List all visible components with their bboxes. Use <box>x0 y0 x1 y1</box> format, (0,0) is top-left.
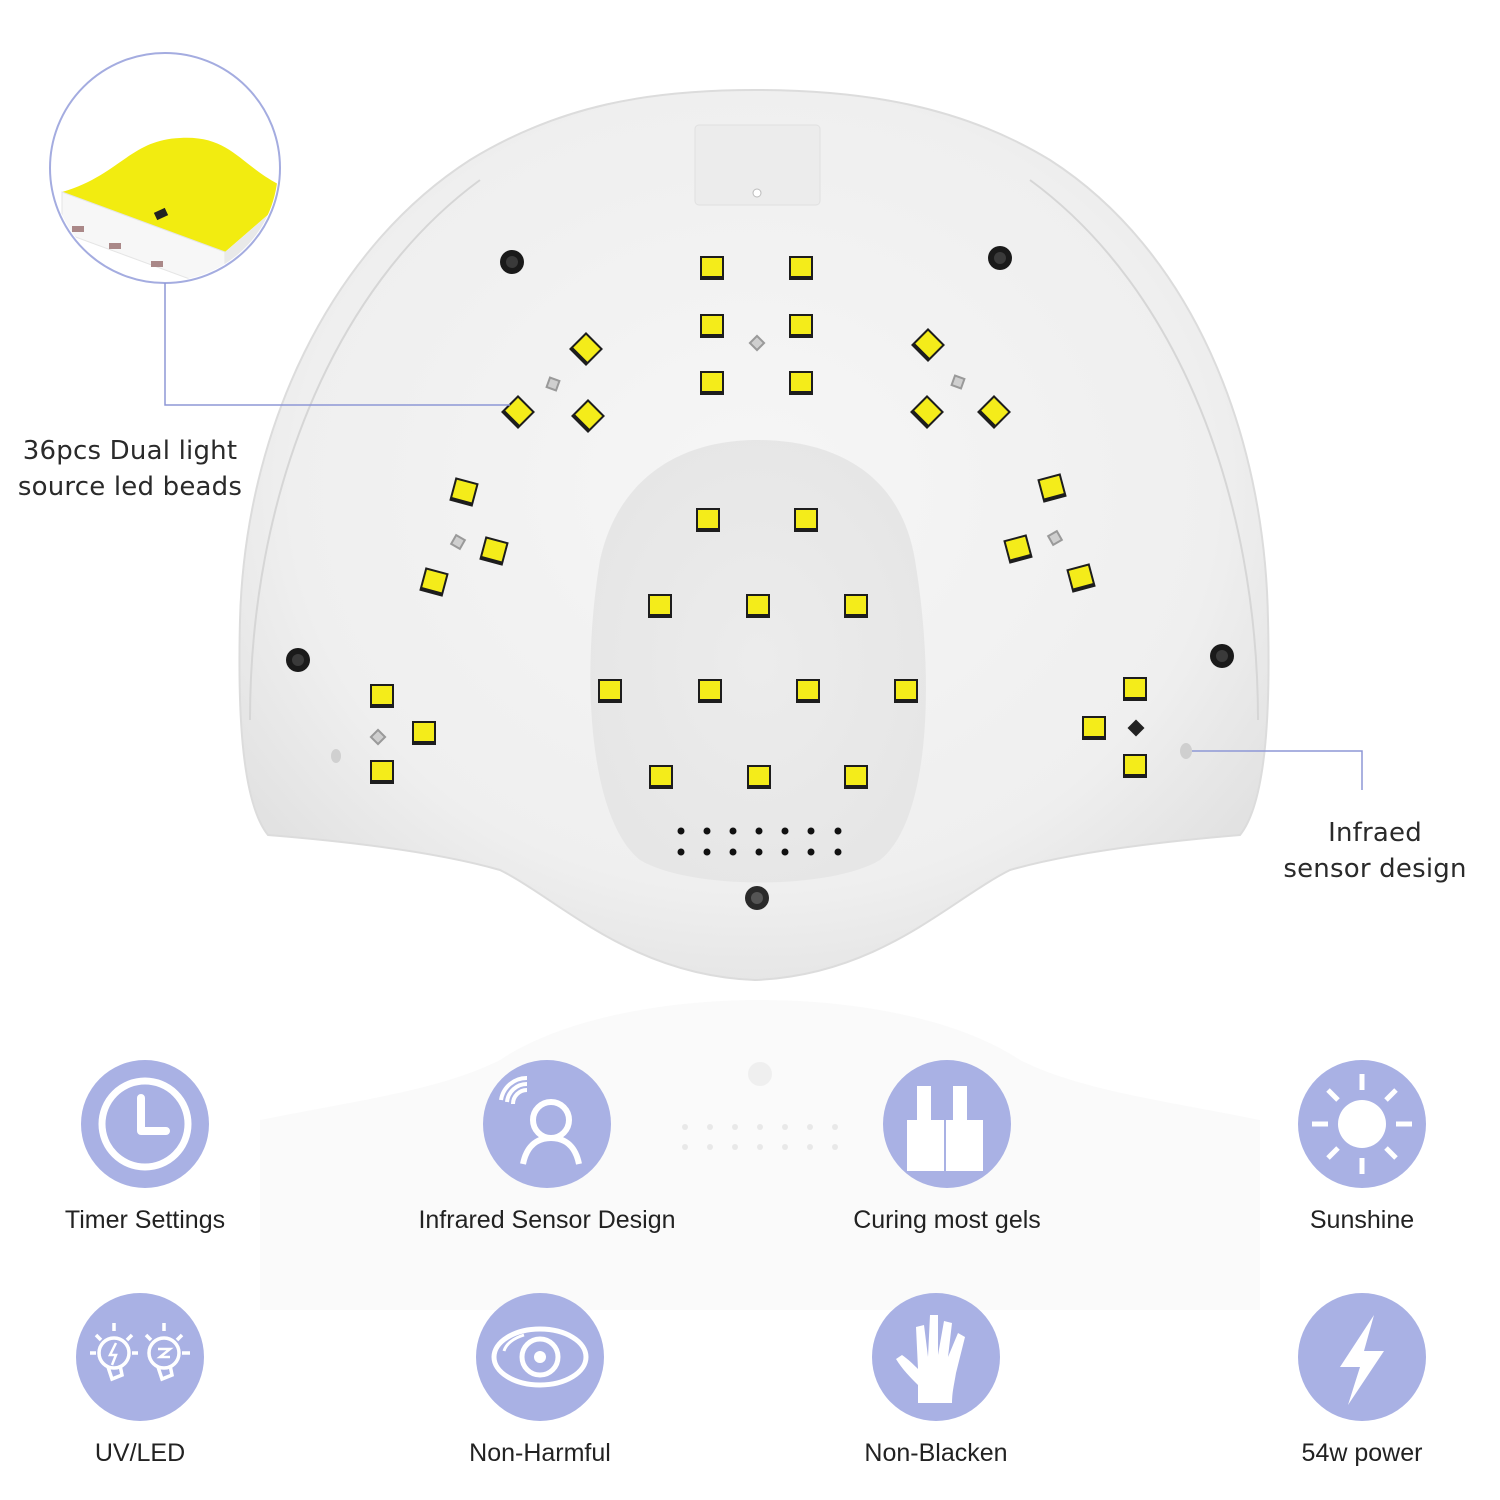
feature-non-harmful: Non-Harmful <box>390 1293 690 1468</box>
feature-label: Infrared Sensor Design <box>418 1206 676 1234</box>
uv-led-bulbs-icon <box>76 1293 204 1421</box>
eye-icon <box>476 1293 604 1421</box>
feature-54w-power: 54w power <box>1212 1293 1500 1468</box>
feature-timer-settings: Timer Settings <box>0 1060 295 1235</box>
gel-bottles-icon <box>883 1060 1011 1188</box>
feature-label: Non-Harmful <box>469 1439 611 1467</box>
feature-uv-led: UV/LED <box>0 1293 290 1468</box>
led-beads-callout: 36pcs Dual light source led beads <box>10 433 250 505</box>
clock-icon <box>81 1060 209 1188</box>
led-bead-closeup <box>49 52 281 284</box>
nail-lamp-illustration <box>49 52 1363 982</box>
feature-label: Curing most gels <box>853 1206 1041 1234</box>
sensor-callout-line1: Infraed <box>1328 818 1422 848</box>
feature-curing-gels: Curing most gels <box>797 1060 1097 1235</box>
vent-holes <box>677 827 842 856</box>
infrared-sensor-hole <box>1180 743 1192 759</box>
top-notch <box>694 124 821 206</box>
inner-recess <box>590 440 926 883</box>
infrared-sensor-person-icon <box>483 1060 611 1188</box>
infrared-sensor-callout: Infraed sensor design <box>1280 815 1470 887</box>
feature-label: UV/LED <box>94 1439 186 1467</box>
led-callout-line1: 36pcs Dual light <box>22 436 238 466</box>
sensor-callout-line2: sensor design <box>1283 854 1467 884</box>
feature-sunshine: Sunshine <box>1212 1060 1500 1235</box>
feature-infrared-sensor: Infrared Sensor Design <box>397 1060 697 1235</box>
led-callout-line <box>164 283 510 406</box>
led-callout-line2: source led beads <box>17 472 243 502</box>
lightning-bolt-icon <box>1298 1293 1426 1421</box>
hand-icon <box>872 1293 1000 1421</box>
feature-non-blacken: Non-Blacken <box>786 1293 1086 1468</box>
sun-icon <box>1298 1060 1426 1188</box>
lamp-body-svg <box>49 52 1363 982</box>
feature-label: Non-Blacken <box>864 1439 1008 1467</box>
feature-label: Timer Settings <box>64 1206 226 1234</box>
lamp-reflection <box>240 990 1280 1310</box>
feature-label: 54w power <box>1301 1439 1423 1467</box>
sensor-callout-line <box>1192 750 1363 790</box>
feature-label: Sunshine <box>1309 1206 1415 1234</box>
